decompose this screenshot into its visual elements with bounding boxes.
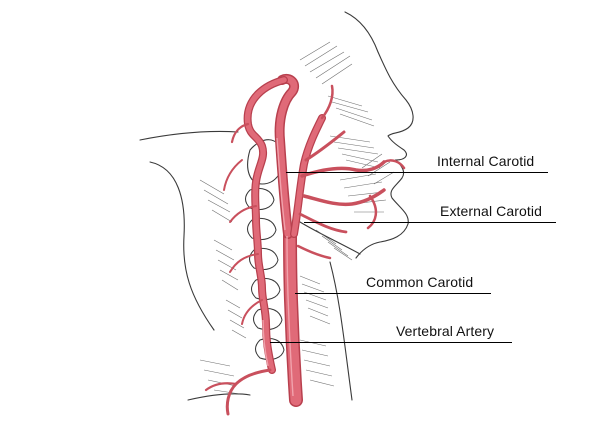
engraving-hatching (199, 41, 395, 395)
common-carotid-leader (295, 293, 491, 294)
vertebral-artery-leader (270, 342, 512, 343)
arteries (204, 74, 406, 416)
head-outline (139, 11, 414, 401)
external-carotid-label: External Carotid (440, 203, 542, 219)
internal-carotid-label: Internal Carotid (437, 153, 535, 169)
external-carotid-leader (304, 222, 556, 223)
cervical-vertebrae (245, 187, 285, 361)
vertebral-artery-label: Vertebral Artery (396, 323, 495, 339)
common-carotid-label: Common Carotid (366, 274, 474, 290)
internal-carotid-leader (286, 172, 548, 173)
